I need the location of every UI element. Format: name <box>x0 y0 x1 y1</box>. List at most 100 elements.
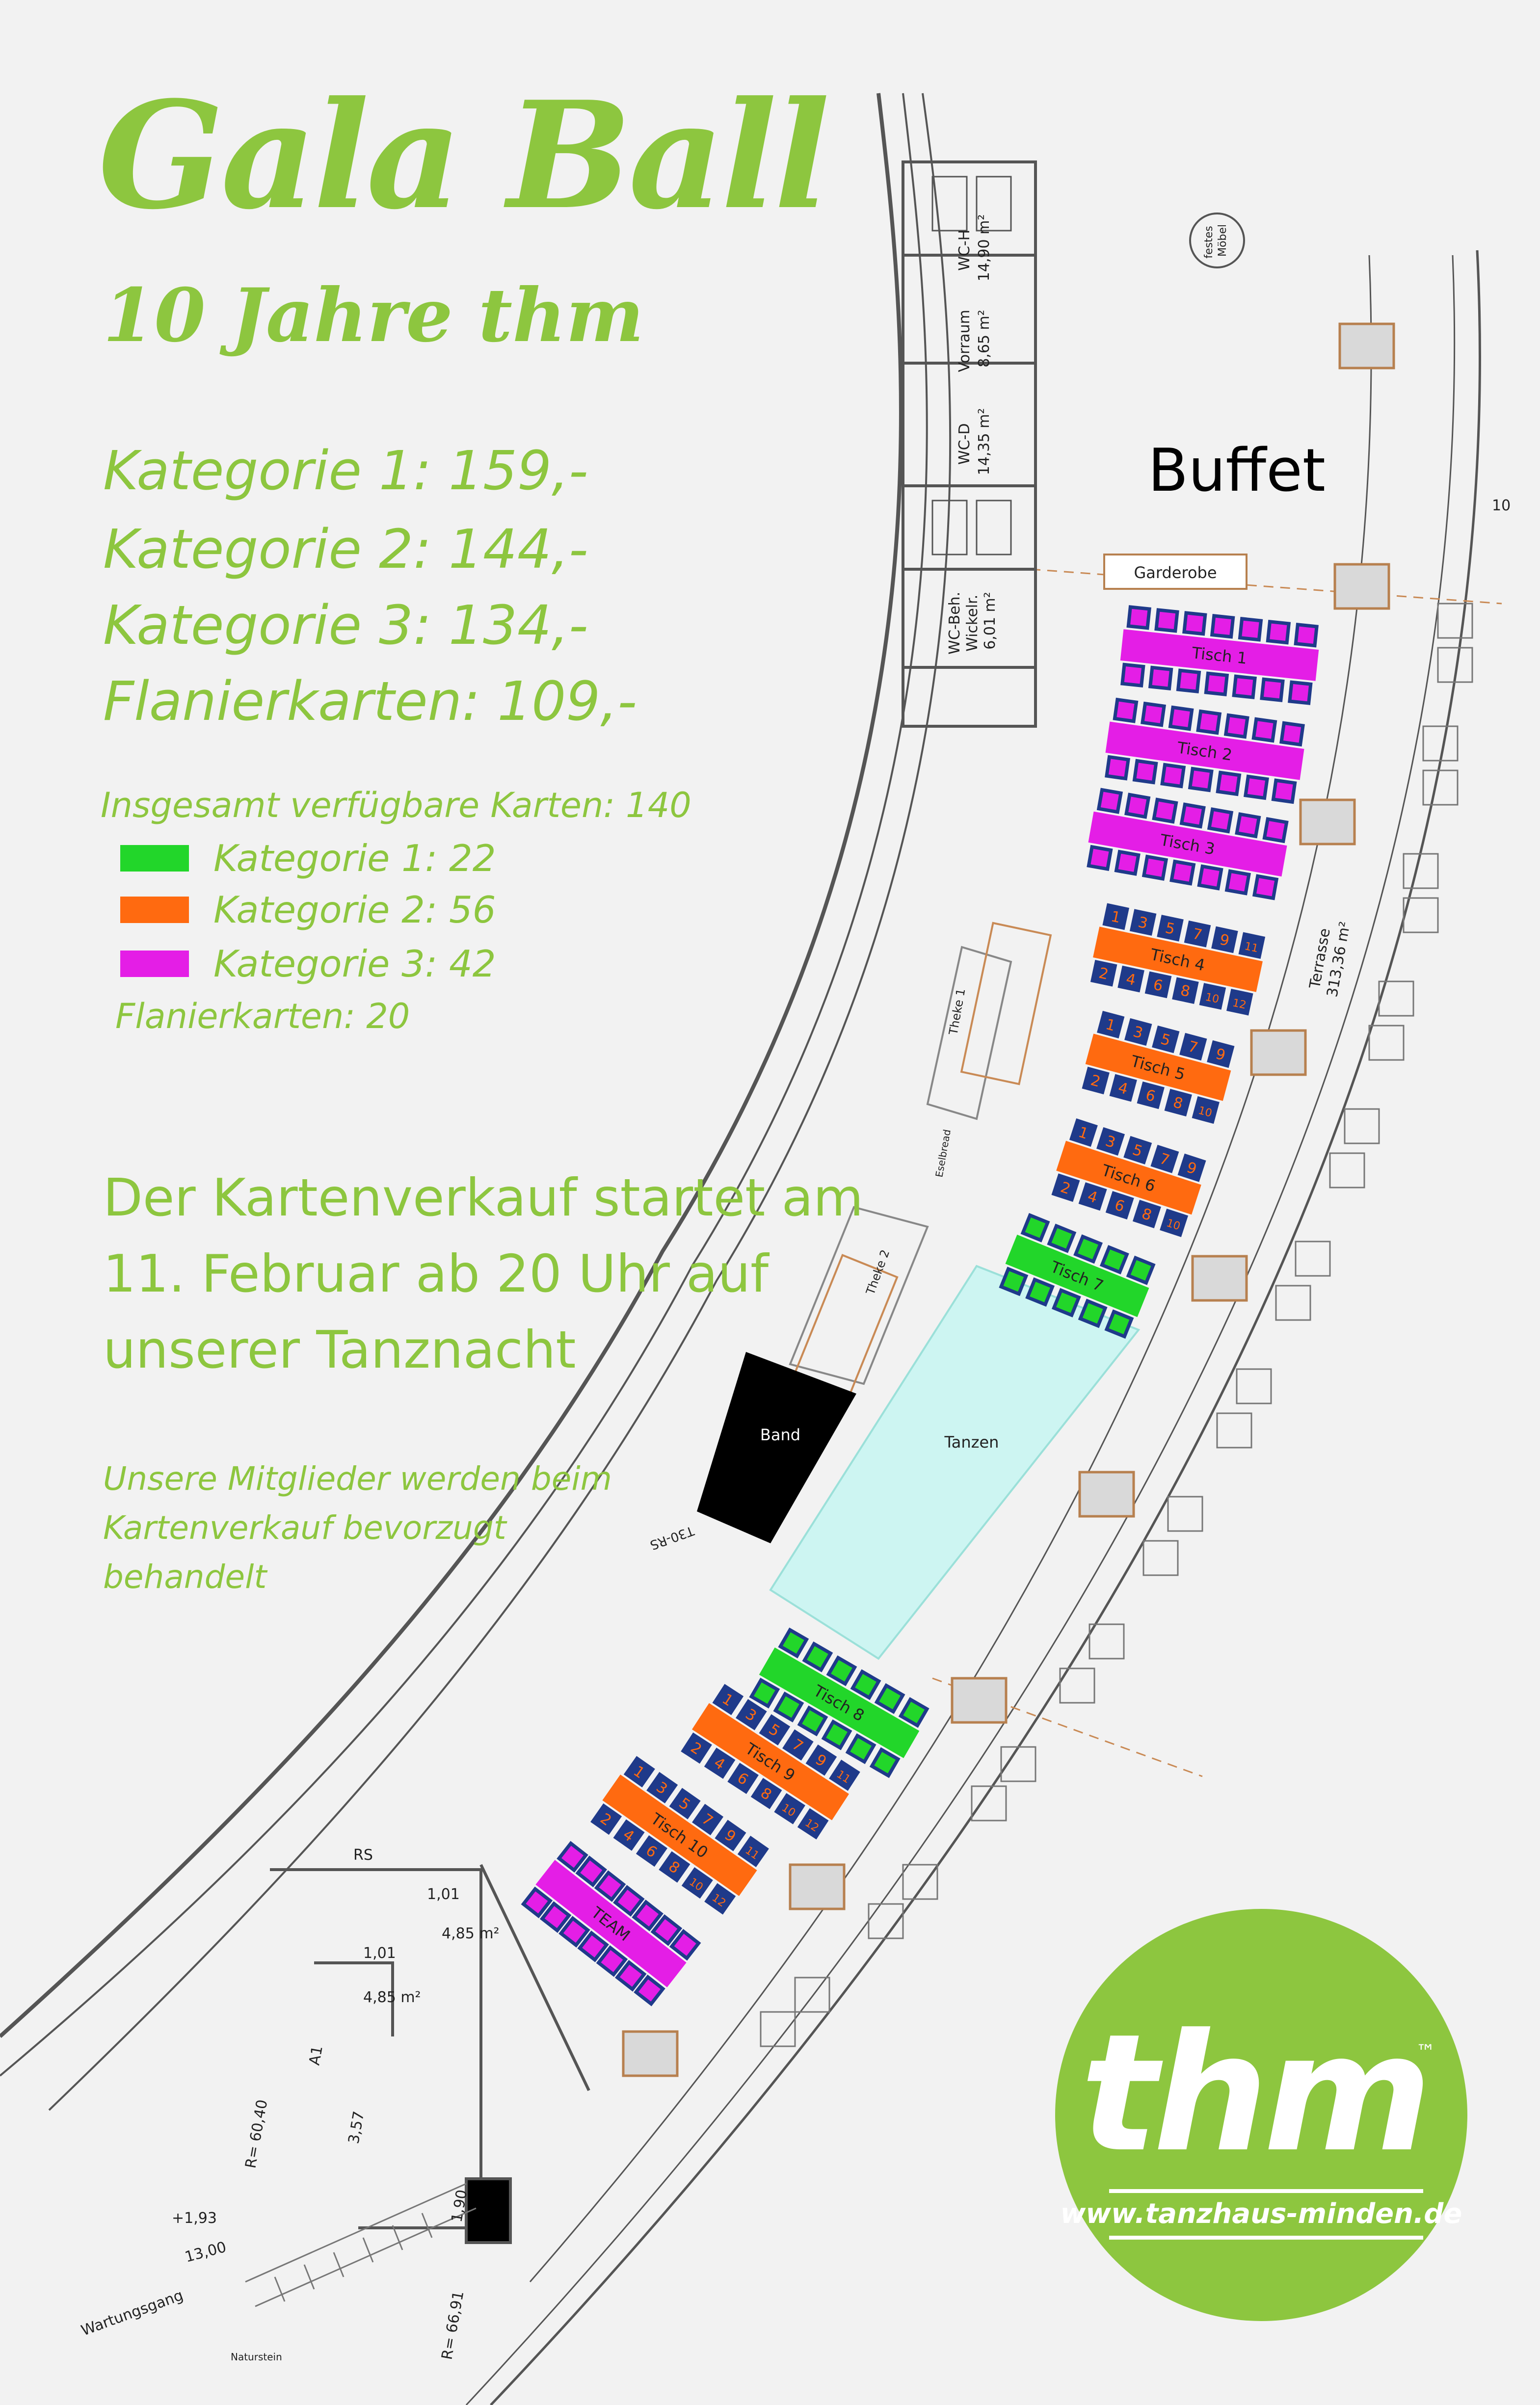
seat-top[interactable]: 11 <box>898 1697 929 1728</box>
seat-top[interactable] <box>1207 807 1234 834</box>
seat-bottom[interactable]: 2 <box>1090 959 1117 987</box>
seat-top[interactable]: 1 <box>778 1627 809 1659</box>
seat-top[interactable]: 9 <box>715 1820 746 1851</box>
seat-top[interactable] <box>1124 793 1151 819</box>
seat-bottom[interactable] <box>577 1930 609 1962</box>
seat-top[interactable] <box>650 1914 683 1946</box>
thm-logo[interactable]: thm ™ www.tanzhaus-minden.de <box>1050 1904 1472 2326</box>
seat-bottom[interactable]: 12 <box>704 1883 736 1915</box>
seat-top[interactable] <box>1235 812 1261 839</box>
seat-bottom[interactable] <box>1087 845 1113 871</box>
seat-top[interactable]: 9 <box>1126 1255 1156 1285</box>
seat-bottom[interactable]: 4 <box>773 1691 804 1723</box>
seat-top[interactable] <box>1238 617 1263 642</box>
logo-url[interactable]: www.tanzhaus-minden.de <box>1061 2198 1462 2230</box>
seat-top[interactable] <box>575 1855 608 1887</box>
table-2[interactable]: Tisch 2 <box>1102 697 1308 804</box>
seat-bottom[interactable] <box>1114 849 1141 876</box>
seat-top[interactable]: 1 <box>623 1756 655 1788</box>
seat-bottom[interactable] <box>1142 854 1168 881</box>
seat-bottom[interactable]: 4 <box>1117 965 1144 993</box>
seat-top[interactable] <box>613 1885 645 1917</box>
seat-bottom[interactable]: 12 <box>797 1808 829 1840</box>
seat-bottom[interactable]: 10 <box>1192 1096 1220 1124</box>
seat-bottom[interactable] <box>1105 755 1131 781</box>
seat-top[interactable] <box>1152 797 1178 824</box>
seat-bottom[interactable] <box>1132 759 1158 785</box>
table-1[interactable]: Tisch 1 <box>1118 605 1322 706</box>
seat-top[interactable]: 7 <box>1184 920 1211 948</box>
seat-bottom[interactable] <box>1176 668 1201 693</box>
seat-bottom[interactable]: 10 <box>681 1867 713 1899</box>
seat-bottom[interactable] <box>1160 763 1186 789</box>
seat-top[interactable]: 3 <box>802 1641 833 1672</box>
seat-bottom[interactable] <box>1252 874 1279 900</box>
seat-top[interactable]: 3 <box>1129 909 1157 936</box>
seat-bottom[interactable]: 4 <box>704 1747 736 1779</box>
seat-top[interactable] <box>1262 817 1289 844</box>
seat-bottom[interactable]: 6 <box>1144 971 1172 999</box>
seat-top[interactable]: 9 <box>1211 926 1238 953</box>
seat-bottom[interactable]: 2 <box>999 1267 1029 1296</box>
seat-bottom[interactable]: 12 <box>1226 988 1253 1016</box>
seat-bottom[interactable]: 6 <box>797 1705 828 1737</box>
seat-top[interactable]: 11 <box>1238 932 1266 959</box>
seat-bottom[interactable] <box>558 1916 590 1948</box>
seat-top[interactable] <box>1210 614 1235 639</box>
seat-bottom[interactable]: 8 <box>659 1851 690 1883</box>
seat-bottom[interactable]: 2 <box>1082 1066 1110 1095</box>
seat-top[interactable] <box>1141 701 1167 727</box>
seat-top[interactable] <box>1266 619 1291 645</box>
seat-bottom[interactable]: 10 <box>845 1733 876 1765</box>
table-11[interactable]: TEAM <box>521 1841 702 2007</box>
seat-top[interactable] <box>1279 721 1305 747</box>
seat-top[interactable] <box>1223 713 1249 739</box>
seat-bottom[interactable]: 8 <box>1164 1088 1192 1117</box>
seat-top[interactable]: 5 <box>1152 1025 1180 1054</box>
seat-bottom[interactable] <box>1260 677 1285 702</box>
seat-bottom[interactable]: 2 <box>1051 1173 1080 1202</box>
seat-bottom[interactable] <box>539 1901 572 1933</box>
seat-bottom[interactable]: 4 <box>1025 1277 1055 1307</box>
seat-bottom[interactable]: 6 <box>1105 1191 1134 1220</box>
seat-bottom[interactable]: 8 <box>821 1719 852 1750</box>
seat-top[interactable]: 5 <box>759 1714 791 1745</box>
seat-bottom[interactable] <box>1169 859 1196 886</box>
table-3[interactable]: Tisch 3 <box>1084 788 1291 901</box>
seat-top[interactable]: 1 <box>1020 1213 1050 1242</box>
seat-bottom[interactable] <box>521 1886 553 1919</box>
seat-bottom[interactable] <box>1148 665 1173 691</box>
seat-top[interactable] <box>669 1929 701 1961</box>
seat-top[interactable] <box>1154 608 1179 633</box>
seat-bottom[interactable] <box>1232 674 1257 699</box>
seat-bottom[interactable]: 2 <box>681 1732 712 1764</box>
seat-bottom[interactable] <box>596 1945 628 1977</box>
seat-top[interactable]: 9 <box>874 1683 905 1714</box>
seat-top[interactable]: 3 <box>1124 1018 1152 1046</box>
seat-bottom[interactable] <box>1271 778 1297 804</box>
seat-bottom[interactable]: 6 <box>1137 1081 1165 1110</box>
seat-top[interactable]: 1 <box>712 1684 744 1716</box>
seat-top[interactable]: 1 <box>1069 1118 1098 1147</box>
seat-top[interactable]: 7 <box>692 1803 724 1835</box>
seat-top[interactable]: 11 <box>737 1835 769 1867</box>
seat-top[interactable]: 11 <box>829 1759 860 1791</box>
seat-bottom[interactable] <box>614 1960 647 1992</box>
seat-bottom[interactable]: 8 <box>750 1778 782 1809</box>
seat-bottom[interactable]: 6 <box>636 1835 667 1867</box>
seat-top[interactable]: 9 <box>1177 1153 1206 1182</box>
seat-top[interactable]: 7 <box>1099 1245 1129 1274</box>
seat-top[interactable] <box>1168 705 1194 731</box>
seat-top[interactable]: 7 <box>850 1669 881 1700</box>
seat-bottom[interactable]: 10 <box>774 1793 805 1824</box>
seat-bottom[interactable]: 8 <box>1078 1298 1108 1328</box>
seat-top[interactable] <box>1096 788 1123 814</box>
seat-top[interactable]: 1 <box>1097 1010 1125 1039</box>
seat-bottom[interactable]: 12 <box>869 1747 901 1778</box>
seat-bottom[interactable]: 6 <box>1051 1288 1081 1318</box>
seat-top[interactable]: 9 <box>805 1744 837 1776</box>
